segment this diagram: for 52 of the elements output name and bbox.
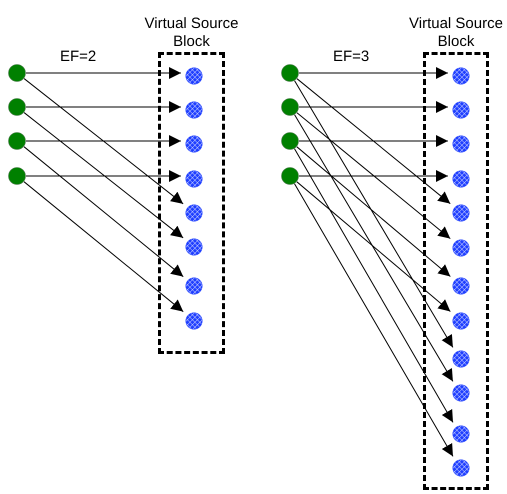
source-node [281, 132, 299, 150]
arrow [296, 78, 451, 204]
expansion-factor-label: EF=2 [60, 48, 96, 66]
block-heading: Virtual Source Block [144, 15, 240, 51]
arrow [296, 146, 451, 278]
virtual-source-node [185, 135, 203, 153]
arrow [23, 181, 184, 312]
virtual-source-node [185, 238, 203, 256]
virtual-source-node [452, 101, 470, 119]
virtual-source-node [452, 350, 470, 368]
arrow [26, 135, 182, 147]
source-node [8, 167, 26, 185]
source-node [8, 98, 26, 116]
arrow [296, 112, 451, 240]
virtual-source-node [185, 101, 203, 119]
arrow [298, 170, 448, 182]
source-node [8, 64, 26, 82]
arrow [294, 148, 454, 423]
virtual-source-node [452, 204, 470, 222]
arrow [26, 101, 182, 113]
virtual-source-node [452, 170, 470, 188]
arrow [24, 78, 184, 204]
source-node [281, 167, 299, 185]
source-node [8, 132, 26, 150]
arrow [294, 183, 454, 457]
virtual-source-node [452, 459, 470, 477]
source-node [281, 64, 299, 82]
arrow [23, 146, 184, 278]
virtual-source-node [452, 239, 470, 257]
arrow [24, 112, 184, 238]
virtual-source-node [452, 312, 470, 330]
virtual-source-node [185, 170, 203, 188]
virtual-source-node [452, 384, 470, 402]
virtual-source-node [452, 425, 470, 443]
arrow [298, 135, 448, 147]
virtual-source-node [452, 135, 470, 153]
block-heading: Virtual Source Block [408, 15, 504, 51]
arrow [26, 170, 182, 182]
virtual-source-node [185, 67, 203, 85]
source-node [281, 98, 299, 116]
arrow [26, 67, 182, 79]
virtual-source-node [185, 312, 203, 330]
arrow [298, 67, 448, 79]
virtual-source-node [185, 204, 203, 222]
expansion-factor-label: EF=3 [333, 48, 370, 66]
virtual-source-node [452, 277, 470, 295]
virtual-source-node [452, 67, 470, 85]
arrow [298, 101, 448, 113]
arrow [294, 114, 454, 382]
virtual-source-node [185, 277, 203, 295]
arrow [296, 181, 451, 312]
arrow [294, 80, 454, 348]
